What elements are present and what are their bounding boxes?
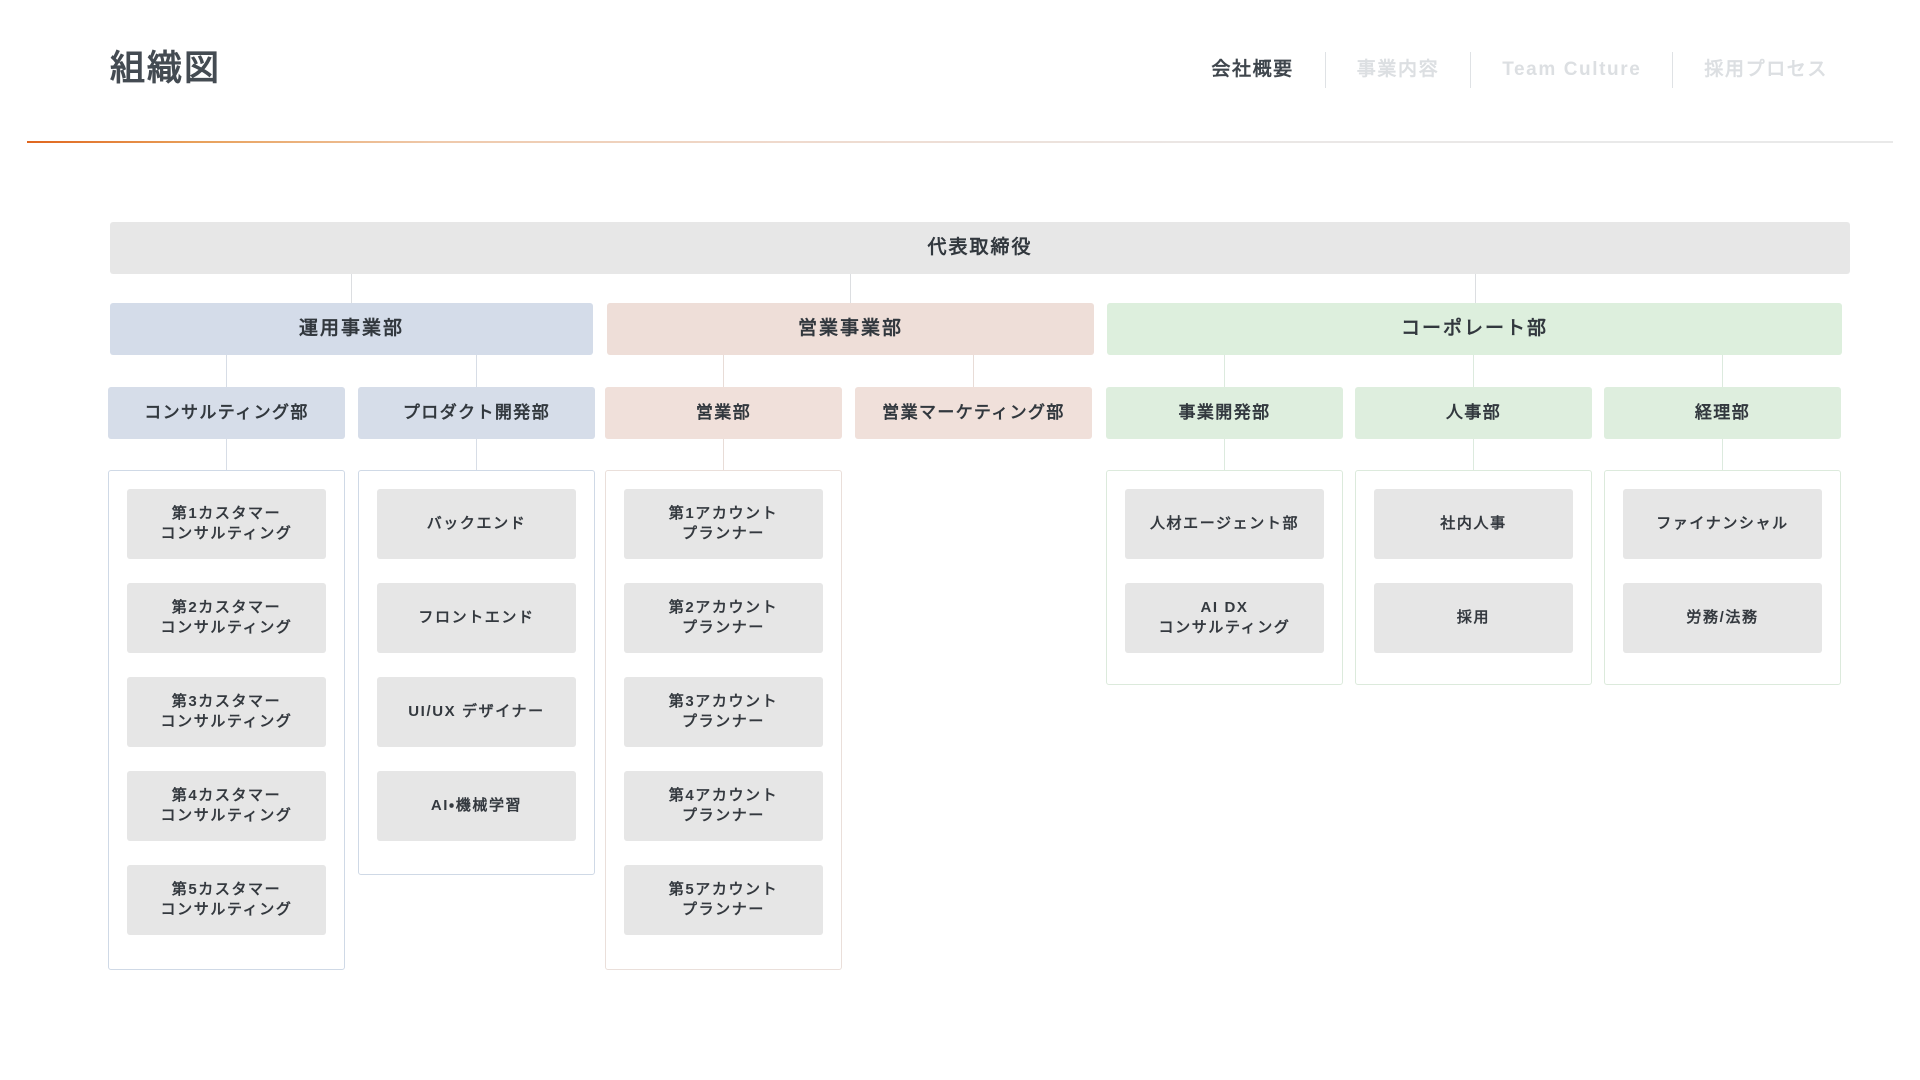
node-dept-consulting[interactable]: コンサルティング部	[108, 387, 345, 439]
node-team-ac1[interactable]: ファイナンシャル	[1623, 489, 1822, 559]
connector-sales-marketing	[973, 355, 974, 387]
node-team-cs5[interactable]: 第5カスタマーコンサルティング	[127, 865, 326, 935]
node-team-cs3[interactable]: 第3カスタマーコンサルティング	[127, 677, 326, 747]
connector-ceo-corporate	[1475, 274, 1476, 305]
main-navigation: 会社概要 事業内容 Team Culture 採用プロセス	[1180, 49, 1865, 91]
nav-item-company-overview[interactable]: 会社概要	[1211, 59, 1294, 80]
node-team-ap5[interactable]: 第5アカウントプランナー	[624, 865, 823, 935]
connector-sales-sales-dept	[723, 355, 724, 387]
nav-item-business[interactable]: 事業内容	[1356, 59, 1440, 80]
node-team-pd4[interactable]: AI・機械学習	[377, 771, 576, 841]
group-accounting-teams	[1604, 470, 1841, 685]
nav-separator	[1470, 52, 1472, 88]
node-dept-accounting[interactable]: 経理部	[1604, 387, 1841, 439]
node-team-ap1[interactable]: 第1アカウントプランナー	[624, 489, 823, 559]
connector-corporate-hr	[1473, 355, 1474, 387]
node-team-cs4[interactable]: 第4カスタマーコンサルティング	[127, 771, 326, 841]
connector-product-teams	[476, 439, 477, 470]
header-accent-rule	[27, 141, 1893, 143]
nav-separator	[1324, 52, 1326, 88]
node-division-sales[interactable]: 営業事業部	[607, 303, 1094, 355]
node-division-operations[interactable]: 運用事業部	[110, 303, 593, 355]
nav-item-team-culture[interactable]: Team Culture	[1502, 59, 1642, 80]
connector-ceo-sales	[850, 274, 851, 305]
node-team-cs1[interactable]: 第1カスタマーコンサルティング	[127, 489, 326, 559]
node-team-bd1[interactable]: 人材エージェント部	[1125, 489, 1324, 559]
node-dept-sales-marketing[interactable]: 営業マーケティング部	[855, 387, 1092, 439]
group-product-teams	[358, 470, 595, 875]
node-team-ap2[interactable]: 第2アカウントプランナー	[624, 583, 823, 653]
node-team-pd1[interactable]: バックエンド	[377, 489, 576, 559]
group-sales-teams	[605, 470, 842, 970]
node-division-corporate[interactable]: コーポレート部	[1107, 303, 1842, 355]
connector-consulting-teams	[226, 439, 227, 470]
node-team-hr1[interactable]: 社内人事	[1374, 489, 1573, 559]
node-ceo[interactable]: 代表取締役	[110, 222, 1850, 274]
group-consulting-teams	[108, 470, 345, 970]
group-hr-teams	[1355, 470, 1592, 685]
node-team-cs2[interactable]: 第2カスタマーコンサルティング	[127, 583, 326, 653]
node-team-pd3[interactable]: UI/UX デザイナー	[377, 677, 576, 747]
connector-hr-teams	[1473, 439, 1474, 470]
node-team-ap3[interactable]: 第3アカウントプランナー	[624, 677, 823, 747]
node-team-hr2[interactable]: 採用	[1374, 583, 1573, 653]
connector-corporate-bizdev	[1224, 355, 1225, 387]
connector-accounting-teams	[1722, 439, 1723, 470]
connector-ceo-operations	[351, 274, 352, 305]
page-title: 組織図	[110, 48, 222, 88]
connector-operations-product	[476, 355, 477, 387]
node-dept-hr[interactable]: 人事部	[1355, 387, 1592, 439]
node-team-ac2[interactable]: 労務/法務	[1623, 583, 1822, 653]
connector-sales-teams	[723, 439, 724, 470]
node-team-ap4[interactable]: 第4アカウントプランナー	[624, 771, 823, 841]
page-header: 組織図 会社概要 事業内容 Team Culture 採用プロセス	[0, 0, 1920, 143]
nav-separator	[1672, 52, 1674, 88]
node-dept-sales[interactable]: 営業部	[605, 387, 842, 439]
node-dept-product[interactable]: プロダクト開発部	[358, 387, 595, 439]
connector-corporate-accounting	[1722, 355, 1723, 387]
connector-operations-consulting	[226, 355, 227, 387]
connector-bizdev-teams	[1224, 439, 1225, 470]
nav-item-recruiting-process[interactable]: 採用プロセス	[1704, 59, 1828, 80]
node-team-pd2[interactable]: フロントエンド	[377, 583, 576, 653]
node-dept-bizdev[interactable]: 事業開発部	[1106, 387, 1343, 439]
group-bizdev-teams	[1106, 470, 1343, 685]
